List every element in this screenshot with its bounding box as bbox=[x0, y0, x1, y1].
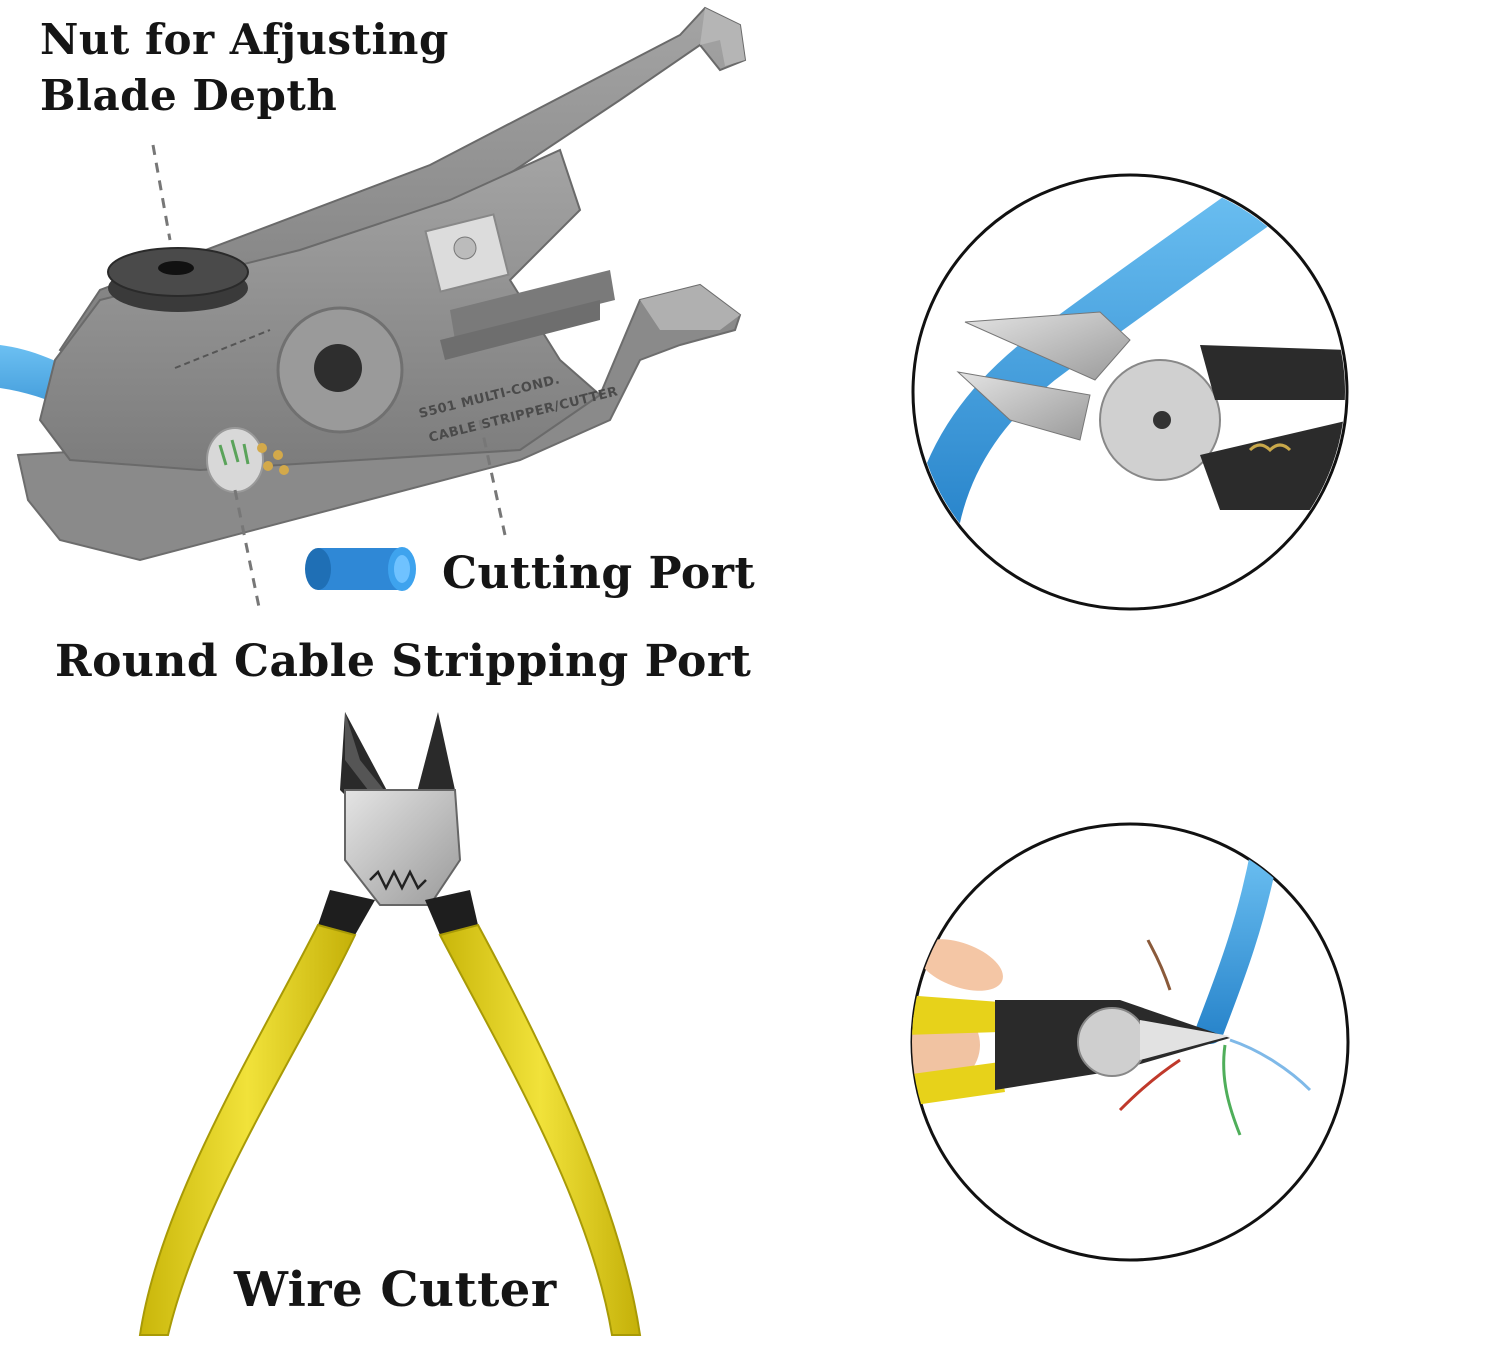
wire-cutter-label: Wire Cutter bbox=[234, 1262, 557, 1318]
cable-cap-icon bbox=[305, 547, 416, 591]
cutter-use-photo bbox=[910, 822, 1350, 1262]
stripped-wire-bundle bbox=[206, 427, 289, 493]
wire-cutter-illustration bbox=[138, 712, 642, 1336]
cable-stripper-tool: S501 MULTI-COND. CABLE STRIPPER/CUTTER bbox=[0, 6, 747, 613]
nut-label: Nut for Afjusting Blade Depth bbox=[40, 12, 449, 124]
nut-label-line1: Nut for Afjusting bbox=[40, 15, 449, 64]
cutting-port-label: Cutting Port bbox=[442, 548, 756, 599]
nut-label-line2: Blade Depth bbox=[40, 71, 338, 120]
round-port-label: Round Cable Stripping Port bbox=[55, 636, 752, 687]
adjusting-nut bbox=[107, 247, 249, 312]
cutter-closeup-photo bbox=[911, 173, 1349, 611]
